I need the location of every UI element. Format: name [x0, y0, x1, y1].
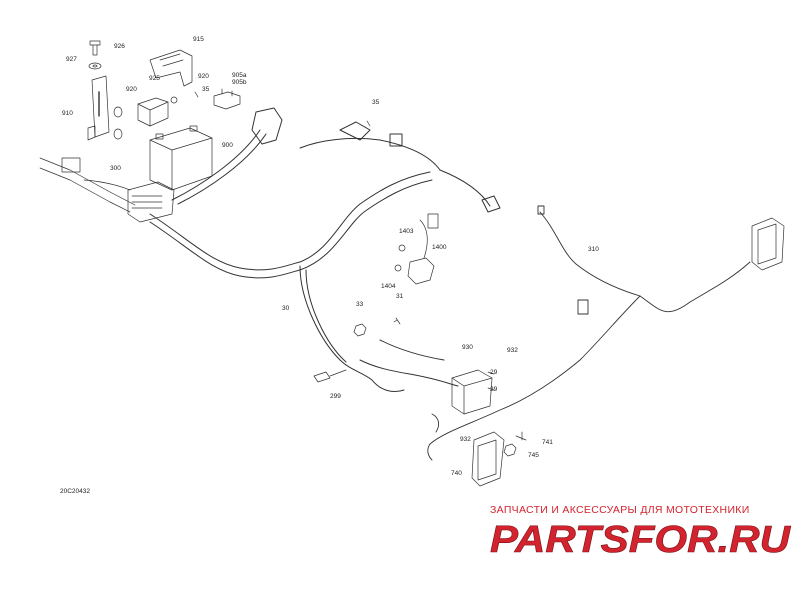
callout-932-b: 932 [460, 436, 471, 443]
callout-930: 930 [462, 344, 473, 351]
watermark-logo-text: PARTSFOR.RU [490, 519, 792, 560]
screw-29 [487, 371, 495, 391]
bracket-925 [137, 97, 169, 127]
fuse-box [127, 181, 175, 223]
battery-900 [149, 125, 213, 191]
callout-905b: 905b [232, 79, 247, 86]
tail-light-740-left [471, 431, 505, 487]
callout-915: 915 [193, 36, 204, 43]
callout-932-a: 932 [507, 347, 518, 354]
callout-925: 925 [149, 75, 160, 82]
fastener-31 [393, 317, 401, 325]
callout-29-a: 29 [490, 369, 498, 376]
callout-30: 30 [282, 305, 290, 312]
sensor-299 [313, 369, 347, 383]
main-harness-30 [149, 107, 501, 393]
callout-1403: 1403 [399, 228, 414, 235]
ground-cable-300 [39, 157, 136, 213]
nut-745 [503, 443, 517, 457]
callout-900: 900 [222, 142, 233, 149]
fastener-35 [194, 91, 371, 127]
callout-31: 31 [396, 293, 404, 300]
figure-code: 20C20432 [60, 488, 90, 495]
clip-905 [213, 88, 241, 110]
watermark-logo: PARTSFOR.RU [490, 519, 792, 560]
washer-927 [88, 62, 102, 70]
callout-910: 910 [62, 110, 73, 117]
callout-927: 927 [66, 56, 77, 63]
callout-920-a: 920 [126, 86, 137, 93]
module-930 [451, 369, 493, 415]
callout-310: 310 [588, 246, 599, 253]
callout-740: 740 [451, 470, 462, 477]
battery-cover-915 [149, 49, 193, 87]
callout-745: 745 [528, 452, 539, 459]
callout-1404: 1404 [381, 283, 396, 290]
rear-harness-310 [427, 205, 751, 461]
callout-741: 741 [542, 439, 553, 446]
bolt-926 [89, 40, 101, 56]
callout-905a: 905a [232, 72, 247, 79]
battery-bracket-910 [87, 75, 110, 141]
screw-741 [515, 431, 527, 441]
nut-920-left [113, 96, 178, 140]
callout-35-b: 35 [372, 99, 380, 106]
callout-1400: 1400 [432, 244, 447, 251]
callout-299: 299 [330, 393, 341, 400]
callout-29-b: 29 [490, 386, 498, 393]
callout-920-b: 920 [198, 73, 209, 80]
callout-926: 926 [114, 43, 125, 50]
sensor-1400 [394, 213, 439, 285]
callout-300: 300 [110, 165, 121, 172]
nut-33 [353, 323, 367, 337]
tail-light-740-right [751, 217, 785, 271]
watermark-tagline: ЗАПЧАСТИ И АКСЕССУАРЫ ДЛЯ МОТОТЕХНИКИ [490, 504, 750, 516]
callout-35-a: 35 [202, 86, 210, 93]
callout-33: 33 [356, 301, 364, 308]
